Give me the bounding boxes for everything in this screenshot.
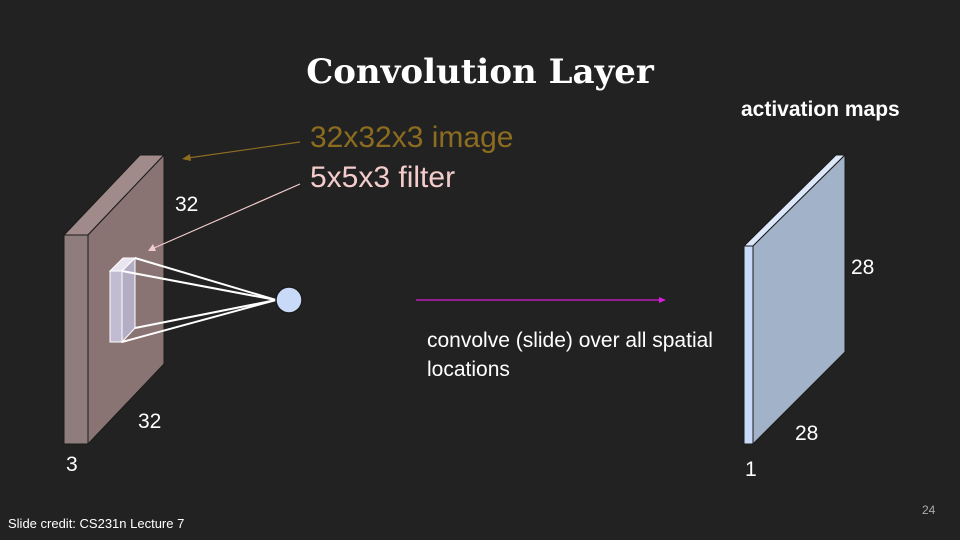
input-width-label: 32 [138,410,162,433]
output-width-label: 28 [795,422,819,445]
filter-callout-arrow [148,183,301,251]
projection-line [134,299,277,329]
slide-credit: Slide credit: CS231n Lecture 7 [8,516,185,531]
output-depth-label: 1 [745,458,757,481]
input-depth-label: 3 [66,453,78,476]
activation-map [742,153,847,446]
page-number: 24 [922,503,936,517]
image-label: 32x32x3 image [310,121,514,154]
projection-line [121,270,277,301]
activation-map-front [743,245,754,445]
filter-label: 5x5x3 filter [310,161,456,194]
activation-maps-title: activation maps [741,98,900,121]
slide-title: Convolution Layer [306,52,654,92]
projection-line [121,299,277,343]
convolve-description: convolve (slide) over all spatial locati… [427,329,713,381]
input-height-label: 32 [175,193,199,216]
filter-block [108,256,137,344]
output-neuron [275,286,303,314]
output-height-label: 28 [851,256,875,279]
input-volume-front [63,234,89,445]
projection-line [134,257,277,301]
filter-front [109,270,123,343]
filter-projection-lines [121,257,277,343]
convolve-arrow [416,297,666,303]
image-callout-arrow [182,141,301,161]
